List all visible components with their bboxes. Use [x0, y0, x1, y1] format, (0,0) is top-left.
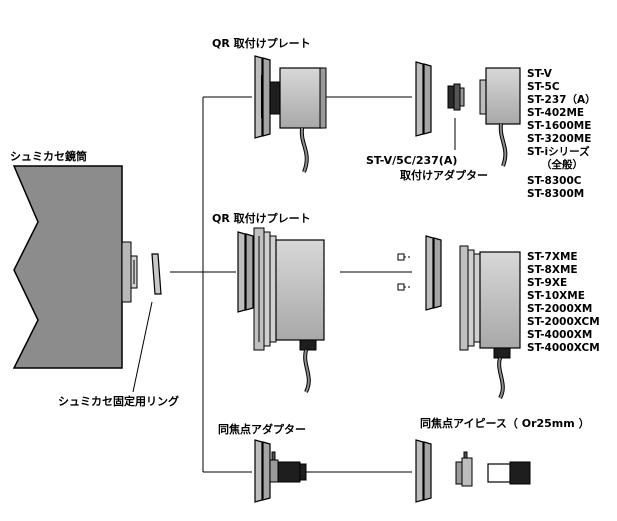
camera-mid-right [459, 245, 521, 399]
parfocal-eyepiece-plate [415, 439, 432, 503]
fixing-ring [151, 253, 162, 295]
model-item: ST-1600ME [527, 120, 592, 132]
camera-top-right [479, 67, 521, 167]
model-item: ST-4000XCM [527, 342, 600, 354]
adapter-plate-mid [425, 235, 442, 311]
model-item: ST-402ME [527, 107, 585, 119]
st-v-adapter [447, 83, 465, 111]
camera-mid [253, 227, 325, 393]
qr-plate-mid-label: QR 取付けプレート [212, 212, 311, 225]
model-item: ST-8300M [527, 188, 585, 200]
ring-leader-line [132, 301, 153, 393]
model-item: ST-9XE [527, 277, 568, 289]
qr-plate-mid [237, 231, 254, 313]
telescope-tube [12, 165, 138, 369]
parfocal-eyepiece-label: 同焦点アイピース（ Or25mm ） [420, 417, 590, 430]
model-item: ST-iシリーズ [527, 146, 590, 158]
camera-top [269, 67, 327, 173]
screws [397, 253, 412, 291]
qr-plate-top [254, 55, 271, 139]
model-item: ST-V [527, 68, 552, 80]
model-item: ST-8XME [527, 264, 578, 276]
model-item: ST-10XME [527, 290, 585, 302]
model-item: ST-3200ME [527, 133, 592, 145]
model-item: （全般） [541, 159, 583, 171]
model-item: ST-4000XM [527, 329, 593, 341]
adapter-label-line2: 取付けアダプター [400, 169, 488, 182]
connector-lines [170, 96, 456, 473]
model-item: ST-237（A） [527, 94, 596, 106]
parfocal-adapter [269, 451, 307, 483]
model-item: ST-7XME [527, 251, 578, 263]
model-item: ST-8300C [527, 175, 582, 187]
ring-label: シュミカセ固定用リング [58, 395, 179, 408]
model-item: ST-2000XCM [527, 316, 600, 328]
parfocal-adapter-label: 同焦点アダプター [218, 423, 306, 436]
model-item: ST-2000XM [527, 303, 593, 315]
scope-title-label: シュミカセ鏡筒 [10, 150, 87, 163]
parfocal-eyepiece [455, 451, 531, 487]
model-item: ST-5C [527, 81, 560, 93]
model-list-top: ST-V ST-5C ST-237（A） ST-402ME ST-1600ME … [527, 68, 596, 201]
qr-plate-top-label: QR 取付けプレート [212, 37, 311, 50]
model-list-mid: ST-7XME ST-8XME ST-9XE ST-10XME ST-2000X… [527, 251, 600, 355]
parfocal-adapter-plate [254, 439, 271, 503]
adapter-label-line1: ST-V/5C/237(A) [366, 154, 458, 167]
adapter-plate-top [415, 61, 432, 137]
